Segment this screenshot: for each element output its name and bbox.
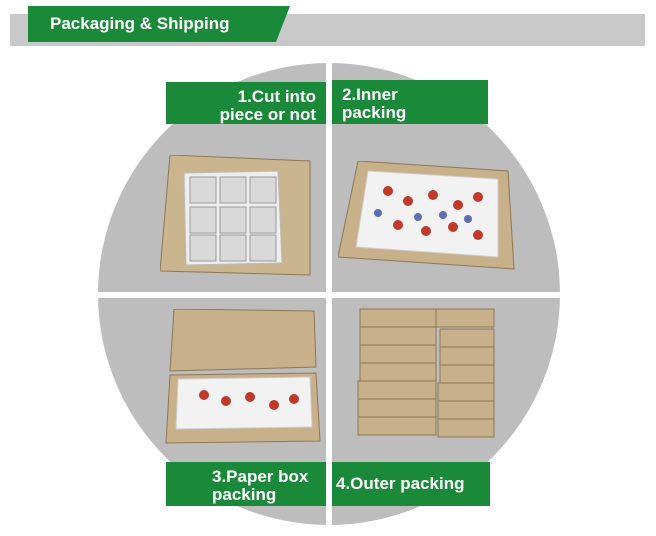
step-4-label: 4.Outer packing	[332, 462, 490, 506]
step-3-label: 3.Paper box packing	[166, 462, 326, 506]
section-title: Packaging & Shipping	[50, 14, 230, 33]
step-2-label: 2.Inner packing	[332, 80, 488, 124]
step-2-label-line-2: packing	[342, 103, 407, 122]
cut-pieces-photo	[160, 155, 311, 276]
step-1-label: 1.Cut into piece or not	[166, 82, 326, 124]
inner-packing-photo	[338, 161, 515, 270]
step-3-label-line-2: packing	[212, 485, 277, 504]
step-3-label-line-1: 3.Paper box	[212, 467, 309, 486]
horizontal-divider	[98, 292, 560, 298]
step-1-label-line-1: 1.Cut into	[237, 87, 316, 106]
step-1-label-line-2: piece or not	[219, 105, 316, 124]
section-title-tab: Packaging & Shipping	[28, 6, 290, 42]
paper-box-photo	[165, 309, 321, 444]
step-4-label-line-1: 4.Outer packing	[336, 474, 465, 493]
packaging-steps-circle	[98, 63, 560, 525]
step-2-label-line-1: 2.Inner	[342, 85, 398, 104]
outer-packing-photo	[357, 308, 495, 438]
